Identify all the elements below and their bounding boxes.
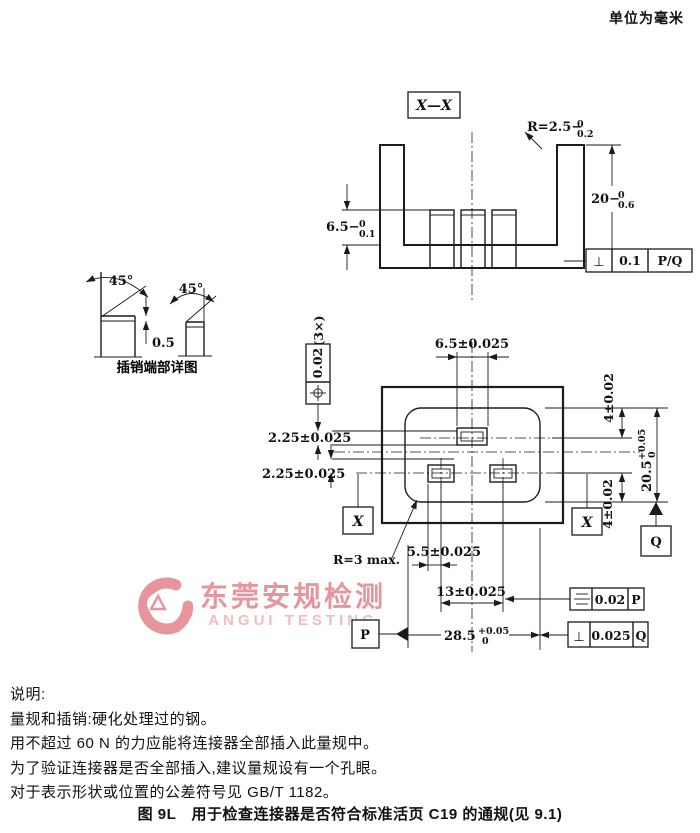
svg-text:0.6: 0.6: [618, 200, 635, 211]
pin-height-6-5-dimension: 6.5− 0 0.1: [324, 184, 430, 270]
unit-note: 单位为毫米: [609, 10, 684, 26]
note-line: 对于表示形状或位置的公差符号见 GB/T 1182。: [10, 784, 339, 801]
dim-right-lower-4: 4±0.02: [545, 472, 668, 529]
svg-text:4±0.02: 4±0.02: [601, 373, 616, 423]
dim-top-slot-6-5: 6.5±0.025: [435, 337, 509, 426]
figure-caption: 图 9L 用于检查连接器是否符合标准活页 C19 的通规(见 9.1): [137, 806, 563, 823]
svg-text:P/Q: P/Q: [658, 253, 683, 268]
svg-text:0.025: 0.025: [591, 628, 630, 643]
svg-text:6.5±0.025: 6.5±0.025: [435, 337, 509, 352]
svg-text:5.5±0.025: 5.5±0.025: [407, 545, 481, 560]
section-mark-left: X: [342, 474, 374, 535]
svg-text:0.02: 0.02: [595, 592, 625, 607]
svg-text:+0.05: +0.05: [637, 429, 648, 460]
svg-text:0.1: 0.1: [359, 229, 376, 240]
chamfer-0-5-dimension: 0.5: [142, 294, 175, 351]
notes-block: 说明: 量规和插销:硬化处理过的钢。 用不超过 60 N 的力应能将连接器全部插…: [10, 683, 387, 806]
dim-offset-lower: 2.25±0.025: [262, 444, 454, 488]
angle-right-label: 45°: [179, 282, 204, 297]
svg-text:13±0.025: 13±0.025: [436, 585, 506, 600]
dim-offset-upper: 2.25±0.025: [268, 416, 487, 460]
section-mark-right: X: [571, 474, 603, 536]
svg-text:P: P: [631, 592, 641, 607]
svg-text:2.25±0.025: 2.25±0.025: [262, 467, 345, 482]
pin-profile-right: [169, 288, 217, 357]
pin-slot-bottom-left: [427, 464, 455, 483]
section-view: X—X R=2.5− 0 0.2: [324, 91, 693, 300]
svg-text:0: 0: [647, 451, 658, 458]
svg-text:0.2: 0.2: [577, 129, 594, 140]
technical-drawing: X—X R=2.5− 0 0.2: [85, 91, 693, 652]
gauge-cavity-plan: [404, 407, 541, 503]
svg-text:Q: Q: [636, 628, 647, 643]
note-line: 量规和插销:硬化处理过的钢。: [10, 710, 217, 728]
notes-heading: 说明:: [10, 686, 46, 703]
svg-text:0.02: 0.02: [310, 348, 325, 378]
svg-text:0: 0: [577, 119, 584, 130]
dim-cavity-width-28-5: P 28.5 +0.05 0: [351, 528, 541, 650]
dim-cavity-height-20-5: 20.5 +0.05 0: [637, 408, 661, 502]
note-line: 为了验证连接器是否全部插入,建议量规设有一个孔眼。: [10, 759, 387, 777]
dim-bottom-slots-13: 13±0.025: [436, 484, 506, 612]
section-title: X—X: [415, 98, 453, 114]
svg-text:20.5: 20.5: [640, 460, 655, 492]
anguitesting-logo-icon: [138, 577, 193, 635]
pin-height-label: 6.5−: [326, 220, 360, 235]
chamfer-dim-label: 0.5: [152, 336, 175, 351]
plan-view: 6.5±0.025 (3×) 0.02: [262, 316, 672, 652]
count-note: (3×): [311, 316, 326, 347]
svg-text:X: X: [581, 515, 594, 531]
svg-text:0: 0: [482, 636, 489, 647]
fcf-symmetry: 0.02 P: [505, 587, 645, 611]
pin-slot-bottom-right: [489, 464, 517, 483]
symmetry-bars-icon: [574, 593, 590, 605]
gauge-pins-section: [429, 209, 517, 269]
corner-radius-note: R=3 max.: [333, 499, 418, 567]
svg-text:0: 0: [618, 190, 625, 201]
fcf-perpendicularity-bottom: ⊥ 0.025 Q: [540, 621, 649, 648]
watermark-chinese: 东莞安规检测: [200, 581, 387, 612]
pin-end-detail: 45° 0.5 45° 插销端部详图: [85, 272, 217, 375]
perpendicularity-icon: ⊥: [573, 630, 584, 645]
svg-text:4±0.02: 4±0.02: [600, 479, 615, 529]
svg-text:+0.05: +0.05: [478, 626, 509, 637]
gauge-body-section: [379, 144, 585, 269]
svg-text:0: 0: [359, 219, 366, 230]
fcf-perpendicularity-top: ⊥ 0.1 P/Q: [564, 248, 693, 273]
radius-label: R=2.5−: [527, 120, 582, 135]
svg-text:P: P: [360, 628, 370, 643]
section-title-box: [407, 91, 461, 119]
angle-left-label: 45°: [109, 274, 134, 289]
watermark-english: ANGUI TESTING: [208, 612, 378, 629]
watermark-logo: 东莞安规检测 ANGUI TESTING: [131, 575, 386, 637]
datum-p-triangle: [396, 627, 408, 641]
depth-dim-label: 20−: [591, 192, 620, 207]
fcf-position: (3×) 0.02: [305, 316, 331, 416]
svg-text:Q: Q: [650, 535, 661, 550]
svg-text:28.5: 28.5: [444, 629, 476, 644]
dim-slot-5-5: 5.5±0.025: [407, 484, 481, 612]
pin-detail-caption: 插销端部详图: [117, 359, 198, 375]
perpendicularity-icon: ⊥: [593, 255, 604, 270]
svg-text:R=3 max.: R=3 max.: [333, 552, 400, 567]
centerlines: [334, 342, 640, 652]
dim-right-upper-4: 4±0.02: [545, 373, 668, 439]
position-target-icon: [310, 385, 326, 401]
svg-text:0.1: 0.1: [619, 253, 641, 268]
datum-q: Q: [640, 502, 672, 557]
note-line: 用不超过 60 N 的力应能将连接器全部插入此量规中。: [10, 735, 379, 752]
svg-text:X: X: [352, 514, 365, 530]
pin-profile-left: [85, 272, 149, 358]
radius-2-5-dimension: R=2.5− 0 0.2: [524, 119, 594, 150]
svg-text:2.25±0.025: 2.25±0.025: [268, 431, 351, 446]
